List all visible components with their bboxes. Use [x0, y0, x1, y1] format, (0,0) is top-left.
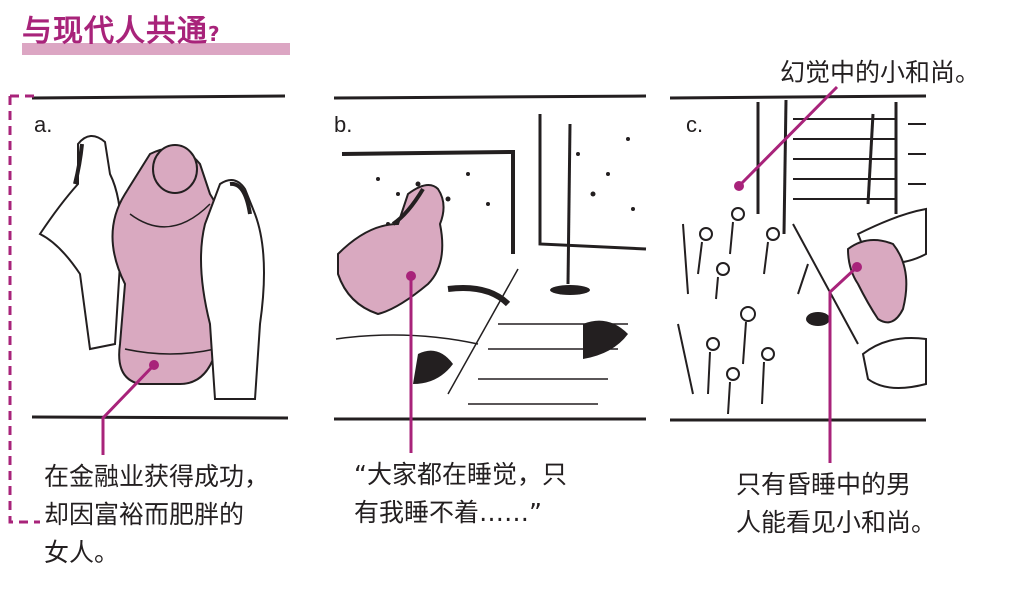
caption-line: 只有昏睡中的男 [736, 470, 912, 499]
title-text: 与现代人共通 [22, 14, 208, 49]
caption-line: 在金融业获得成功， [44, 462, 270, 491]
panel-c: c. [668, 94, 928, 424]
panel-a-caption: 在金融业获得成功， 却因富裕而肥胖的 女人。 [44, 458, 269, 572]
panel-c-caption: 只有昏睡中的男 人能看见小和尚。 [736, 466, 936, 542]
panel-b-letter: b. [334, 112, 353, 137]
panel-a: a. [30, 94, 290, 424]
panel-a-letter: a. [34, 112, 53, 137]
caption-line: “大家都在睡觉，只 [354, 460, 567, 489]
title-question-mark: ? [208, 22, 221, 46]
caption-line: 女人。 [44, 538, 120, 567]
panel-a-illustration [31, 94, 289, 420]
panel-b-caption: “大家都在睡觉，只 有我睡不着……” [354, 456, 567, 532]
panel-b: b. [328, 94, 648, 424]
title-highlight-bar [22, 43, 290, 55]
panel-b-illustration [333, 94, 647, 421]
panel-c-top-label: 幻觉中的小和尚。 [780, 58, 981, 87]
caption-line: 却因富裕而肥胖的 [44, 500, 245, 529]
page-title: 与现代人共通? [22, 6, 221, 50]
caption-line: 有我睡不着……” [354, 498, 542, 527]
caption-line: 人能看见小和尚。 [736, 508, 937, 537]
panel-c-letter: c. [686, 112, 704, 137]
panel-c-illustration [669, 94, 927, 422]
